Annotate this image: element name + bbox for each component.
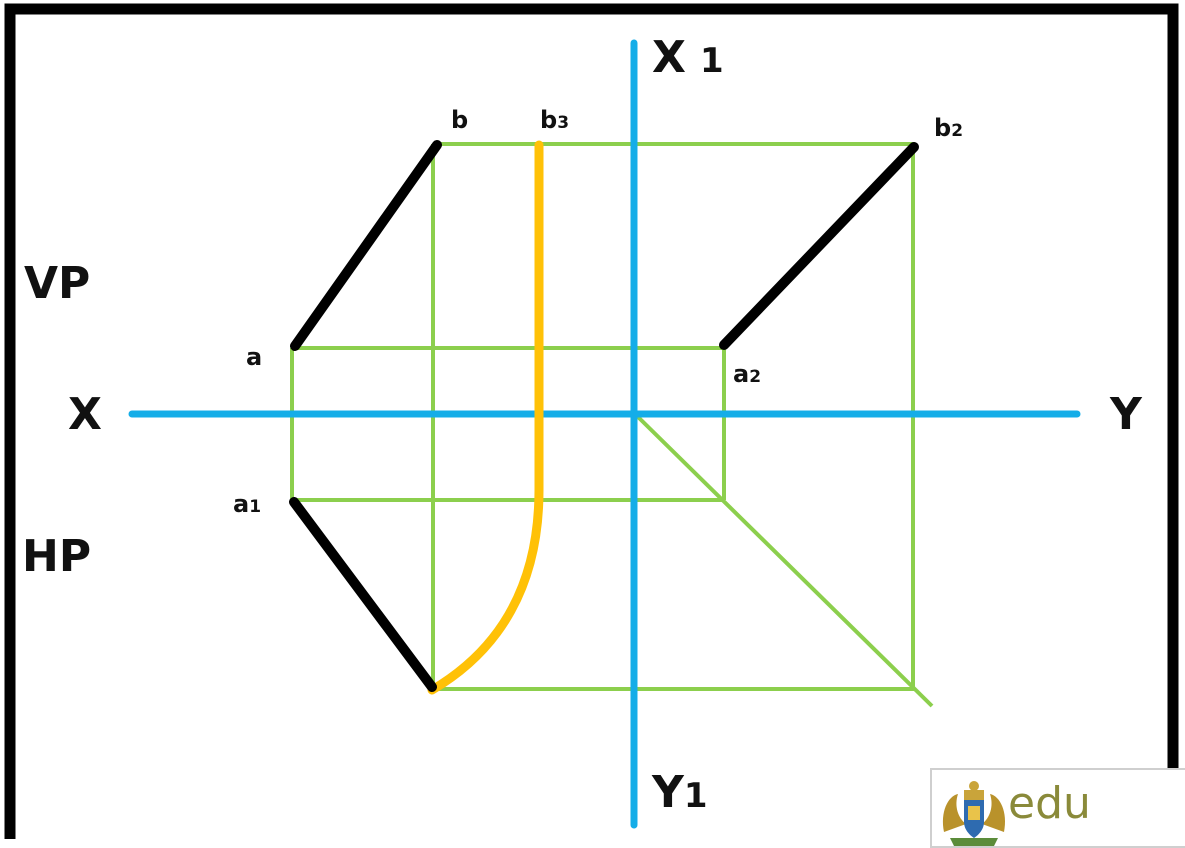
point-b3-label: b3 [540, 108, 569, 132]
reference-axes [128, 39, 1081, 829]
x1-suffix: 1 [699, 41, 724, 81]
edu-logo: edu [930, 768, 1185, 848]
frame-border [4, 3, 1179, 848]
y1-suffix: 1 [683, 776, 708, 816]
miter-line [633, 412, 934, 708]
b2-sub: 2 [951, 121, 964, 141]
b3-sub: 3 [557, 113, 570, 133]
point-b2-label: b2 [934, 116, 963, 140]
point-a1-label: a1 [233, 492, 261, 516]
point-a-label: a [246, 343, 263, 371]
coat-of-arms-icon [942, 781, 1006, 846]
b2-letter: b [934, 114, 952, 142]
y1-label: Y1 [652, 771, 708, 815]
hp-label: HP [22, 531, 92, 582]
b3-arc [427, 140, 544, 695]
line-a2-b2 [719, 142, 919, 350]
point-a2-label: a2 [733, 362, 761, 386]
line-a-b [290, 140, 442, 351]
y-label: Y [1110, 389, 1142, 440]
point-b-label: b [451, 106, 469, 134]
a1-sub: 1 [249, 497, 262, 517]
x-label: X [68, 389, 102, 440]
logo-text: edu [1008, 778, 1091, 829]
line-a1-b1 [289, 497, 437, 692]
vp-label: VP [24, 258, 91, 309]
b3-letter: b [540, 106, 558, 134]
x1-letter: X [652, 32, 686, 83]
a1-letter: a [233, 490, 250, 518]
a2-sub: 2 [749, 367, 762, 387]
object-lines [289, 140, 919, 692]
a2-letter: a [733, 360, 750, 388]
y1-letter: Y [652, 767, 684, 818]
